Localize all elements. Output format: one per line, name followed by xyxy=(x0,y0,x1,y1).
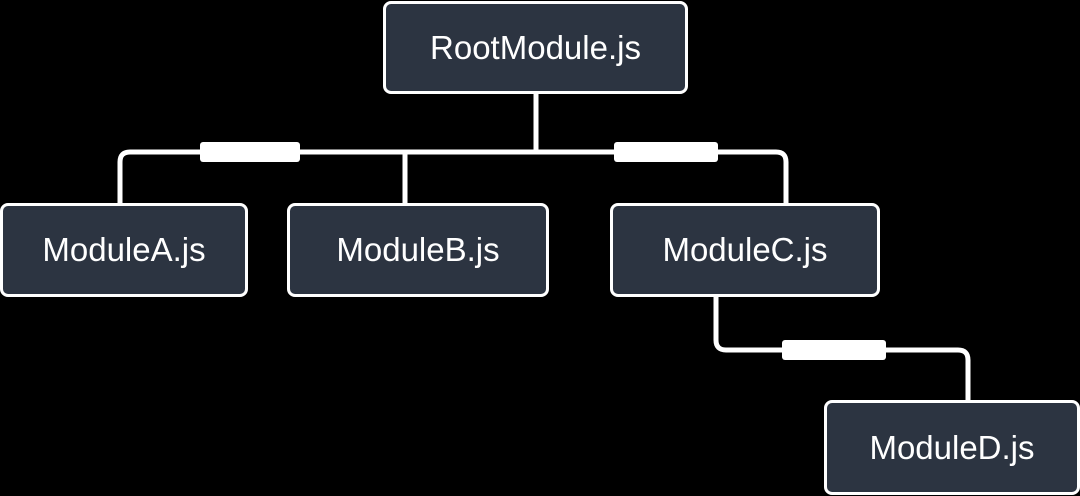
edge-label-root-a xyxy=(200,142,300,162)
edge-root-to-a xyxy=(117,92,539,205)
node-root-module: RootModule.js xyxy=(383,1,688,94)
node-module-b: ModuleB.js xyxy=(287,203,549,297)
edge-label-root-c xyxy=(614,142,718,162)
node-module-d: ModuleD.js xyxy=(824,400,1080,495)
node-module-a: ModuleA.js xyxy=(0,203,248,297)
edge-root-to-c xyxy=(536,149,789,205)
node-module-c: ModuleC.js xyxy=(610,203,880,297)
edge-label-c-d xyxy=(782,340,886,360)
